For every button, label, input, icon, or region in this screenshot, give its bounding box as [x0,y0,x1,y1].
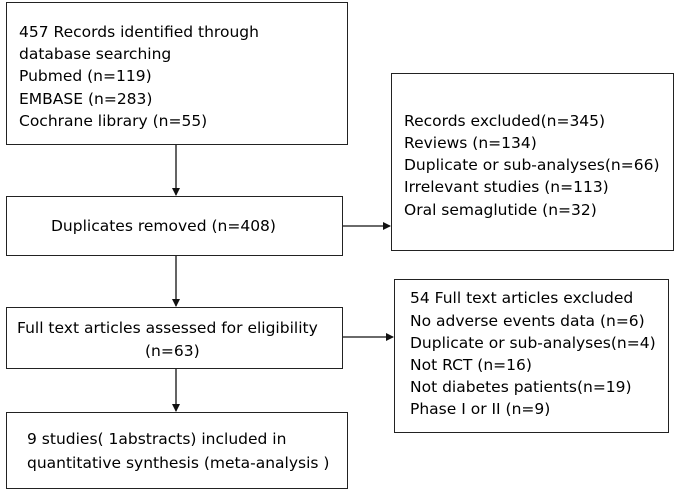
excluded-records-line-5: Oral semaglutide (n=32) [404,201,597,219]
excluded-fulltext-line-1: 54 Full text articles excluded [410,289,634,307]
identified-line-5: Cochrane library (n=55) [19,112,208,130]
identified-line-4: EMBASE (n=283) [19,90,153,108]
duplicates-removed-box: Duplicates removed (n=408) [6,196,343,256]
excluded-records-line-3: Duplicate or sub-analyses(n=66) [404,156,660,174]
excluded-fulltext-line-6: Phase I or II (n=9) [410,400,551,418]
included-line-2: quantitative synthesis (meta-analysis ) [27,454,330,472]
included-line-1: 9 studies( 1abstracts) included in [27,430,287,448]
excluded-records-line-2: Reviews (n=134) [404,134,537,152]
identified-line-3: Pubmed (n=119) [19,67,152,85]
duplicates-line-1: Duplicates removed (n=408) [51,217,276,235]
excluded-fulltext-line-4: Not RCT (n=16) [410,356,532,374]
excluded-fulltext-line-2: No adverse events data (n=6) [410,312,645,330]
eligibility-box: Full text articles assessed for eligibil… [6,307,343,369]
excluded-fulltext-line-3: Duplicate or sub-analyses(n=4) [410,334,656,352]
excluded-records-line-4: Irrelevant studies (n=113) [404,178,609,196]
included-studies-box: 9 studies( 1abstracts) included in quant… [6,412,348,489]
excluded-records-line-1: Records excluded(n=345) [404,112,606,130]
identified-line-2: database searching [19,45,172,63]
records-excluded-box: Records excluded(n=345) Reviews (n=134) … [391,73,674,251]
eligibility-line-1: Full text articles assessed for eligibil… [17,319,318,337]
fulltext-excluded-box: 54 Full text articles excluded No advers… [394,279,669,433]
eligibility-line-2: (n=63) [145,342,200,360]
excluded-fulltext-line-5: Not diabetes patients(n=19) [410,378,632,396]
identified-records-box: 457 Records identified through database … [6,2,348,145]
identified-line-1: 457 Records identified through [19,23,259,41]
